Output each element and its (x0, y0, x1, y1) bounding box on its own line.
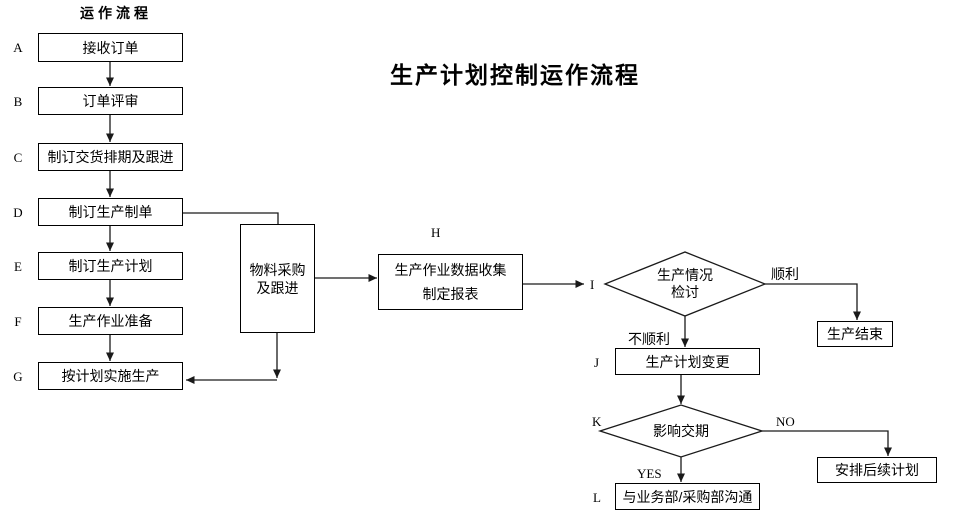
step-box-label: 订单评审 (82, 93, 139, 109)
step-letter-f: F (14, 314, 22, 329)
step-box-production-plan: 制订生产计划 (38, 252, 183, 280)
node-letter-j: J (594, 355, 600, 370)
decision-k-shape (597, 404, 765, 458)
production-end-box: 生产结束 (817, 321, 893, 347)
data-collection-box: 生产作业数据收集 制定报表 (378, 254, 523, 310)
node-letter-k: K (592, 414, 602, 429)
production-end-label: 生产结束 (827, 326, 883, 342)
edge-label-yes: YES (637, 466, 662, 481)
step-box-label: 制订交货排期及跟进 (47, 149, 174, 165)
communicate-box: 与业务部/采购部沟通 (615, 483, 760, 510)
step-letter-a: A (13, 40, 23, 55)
step-box-order-review: 订单评审 (38, 87, 183, 115)
step-letter-b: B (13, 94, 23, 109)
step-box-delivery-schedule: 制订交货排期及跟进 (38, 143, 183, 171)
data-collection-line1: 生产作业数据收集 (394, 262, 507, 278)
material-purchase-line1: 物料采购 (249, 261, 306, 278)
followup-plan-box: 安排后续计划 (817, 457, 937, 483)
edge-label-not-smooth: 不顺利 (628, 331, 670, 347)
step-box-receive-order: 接收订单 (38, 33, 183, 62)
page-title: 生产计划控制运作流程 (390, 63, 640, 88)
node-letter-i: I (590, 277, 595, 292)
step-letter-e: E (14, 259, 22, 274)
decision-i-line2: 检讨 (671, 284, 699, 300)
step-letter-g: G (13, 369, 23, 384)
material-purchase-box: 物料采购 及跟进 (240, 224, 315, 333)
plan-change-box: 生产计划变更 (615, 348, 760, 375)
edge-label-no: NO (776, 414, 795, 429)
step-box-operation-prep: 生产作业准备 (38, 307, 183, 335)
communicate-label: 与业务部/采购部沟通 (622, 488, 753, 505)
edge-i-end (765, 283, 861, 320)
step-box-label: 制订生产制单 (68, 204, 153, 220)
step-box-implement-production: 按计划实施生产 (38, 362, 183, 390)
step-box-label: 生产作业准备 (68, 313, 153, 329)
node-letter-l: L (593, 490, 601, 505)
decision-i-shape (603, 251, 767, 317)
step-box-label: 接收订单 (82, 39, 139, 56)
followup-plan-label: 安排后续计划 (835, 462, 919, 478)
edge-d-material (183, 212, 279, 224)
edge-k-followup (762, 430, 892, 456)
edge-label-smooth: 顺利 (771, 266, 799, 282)
step-letter-c: C (13, 150, 23, 165)
material-purchase-line2: 及跟进 (256, 279, 299, 296)
node-letter-h: H (431, 225, 441, 240)
decision-k-text: 影响交期 (653, 423, 709, 439)
step-box-production-order: 制订生产制单 (38, 198, 183, 226)
step-box-label: 按计划实施生产 (61, 368, 160, 384)
flow-column-header: 运作流程 (80, 5, 152, 21)
decision-i-text: 生产情况 检讨 (625, 267, 745, 301)
decision-i-line1: 生产情况 (657, 267, 713, 283)
step-letter-d: D (13, 205, 23, 220)
data-collection-line2: 制定报表 (422, 286, 479, 302)
plan-change-label: 生产计划变更 (645, 353, 730, 370)
step-box-label: 制订生产计划 (68, 258, 153, 274)
